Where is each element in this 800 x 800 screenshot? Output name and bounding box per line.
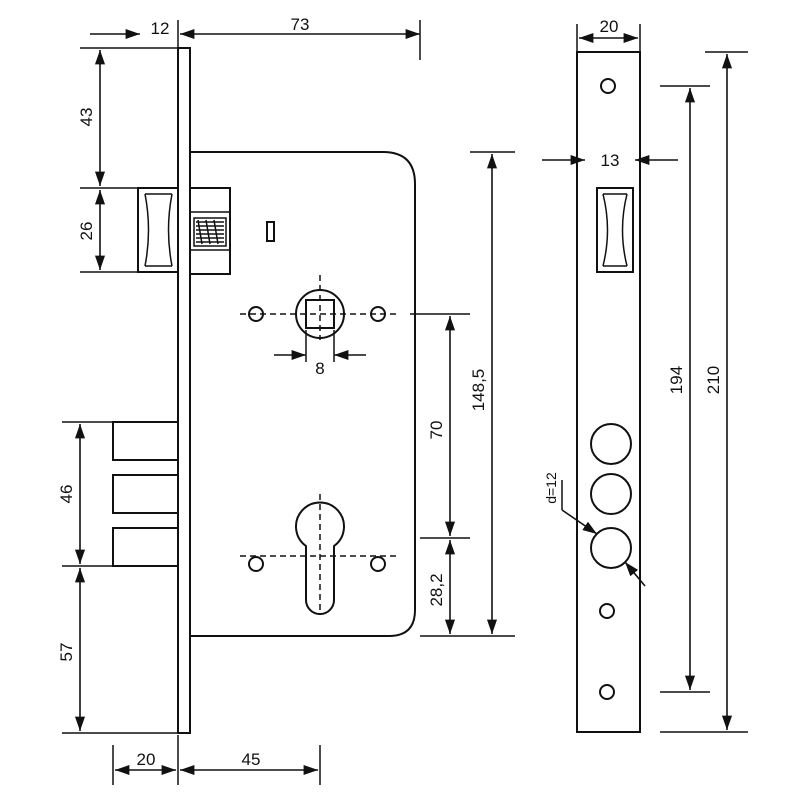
label-cylinder-to-bottom: 28,2: [427, 573, 446, 606]
side-faceplate: [177, 47, 191, 734]
cylinder-cutout: [240, 494, 400, 615]
side-view: 8 12 73: [57, 15, 515, 785]
latch-bolt: [137, 187, 179, 273]
label-faceplate-width: 20: [600, 17, 619, 36]
label-spindle-square: 8: [315, 359, 324, 378]
label-latch-window-width: 13: [601, 151, 620, 170]
spindle-hub: [240, 275, 400, 340]
label-bolt-to-bottom: 57: [57, 643, 76, 662]
dim-handle-to-cylinder: 70: [410, 313, 470, 539]
dim-screw-spacing: 194: [660, 85, 710, 693]
label-backset: 45: [242, 750, 261, 769]
label-bolt-throw: 20: [137, 750, 156, 769]
label-hole-diameter: d=12: [543, 472, 559, 504]
label-bolt-block: 46: [57, 485, 76, 504]
front-latch-window: [596, 187, 634, 273]
label-latch-height: 26: [77, 222, 96, 241]
dim-bolt-throw: 20: [112, 735, 179, 785]
label-top-to-latch: 43: [77, 108, 96, 127]
dim-spindle-square: 8: [274, 330, 366, 378]
dim-cylinder-to-bottom: 28,2: [420, 540, 470, 637]
dim-faceplate-width: 20: [576, 17, 641, 52]
latch-mechanism: [189, 187, 231, 275]
screw-hole-mid: [599, 603, 615, 619]
dim-hole-diameter: d=12: [543, 472, 646, 587]
dim-backset: 45: [180, 745, 321, 785]
lock-case-body: [190, 151, 416, 637]
dim-bolt-to-bottom: 57: [57, 568, 178, 734]
dead-bolts: [112, 421, 179, 567]
screw-hole-bottom: [599, 684, 615, 700]
label-faceplate-length: 210: [704, 366, 723, 394]
front-view: d=12 20 13 194 210: [542, 17, 748, 733]
label-screw-spacing: 194: [667, 366, 686, 394]
dim-latch-window-width: 13: [542, 151, 678, 170]
bolt-hole-1: [590, 423, 632, 465]
dim-case-height: 148,5: [469, 151, 515, 637]
case-slot: [266, 221, 275, 242]
front-faceplate: [576, 51, 641, 733]
dim-faceplate-length: 210: [660, 51, 748, 733]
dim-case-depth: 73: [180, 15, 421, 60]
dim-faceplate-thickness: 12: [90, 19, 179, 48]
label-handle-to-cylinder: 70: [427, 421, 446, 440]
bolt-hole-2: [590, 473, 632, 515]
label-faceplate-thickness: 12: [151, 19, 170, 38]
label-case-depth: 73: [291, 15, 310, 34]
dim-top-to-latch: 43: [77, 47, 178, 189]
bolt-hole-3: [590, 527, 632, 569]
screw-hole-top: [600, 78, 616, 94]
dim-bolt-block: 46: [57, 421, 113, 567]
dim-latch-height: 26: [77, 190, 138, 273]
label-case-height: 148,5: [469, 369, 488, 412]
